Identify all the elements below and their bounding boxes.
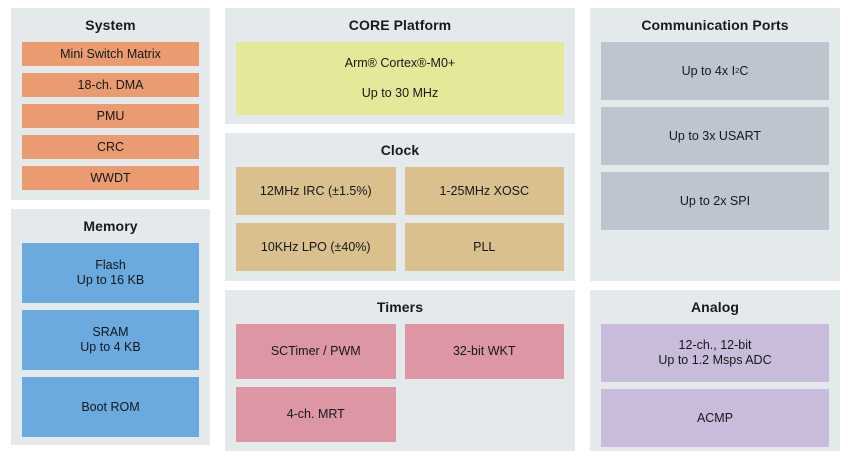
block-10khz-lpo[interactable]: 10KHz LPO (±40%) [236, 223, 396, 271]
panel-timers: Timers SCTimer / PWM 32-bit WKT 4-ch. MR… [225, 290, 575, 451]
panel-title-timers: Timers [376, 299, 424, 315]
block-timers-placeholder [405, 387, 565, 442]
block-flash[interactable]: Flash Up to 16 KB [22, 243, 199, 303]
block-sctimer-pwm[interactable]: SCTimer / PWM [236, 324, 396, 379]
block-list-timers: SCTimer / PWM 32-bit WKT 4-ch. MRT [236, 324, 564, 442]
block-32bit-wkt[interactable]: 32-bit WKT [404, 324, 564, 379]
block-list-memory: Flash Up to 16 KB SRAM Up to 4 KB Boot R… [22, 243, 199, 437]
block-dma[interactable]: 18-ch. DMA [22, 73, 199, 97]
panel-core-platform: CORE Platform Arm® Cortex®-M0+ Up to 30 … [225, 8, 575, 124]
panel-analog: Analog 12-ch., 12-bit Up to 1.2 Msps ADC… [590, 290, 840, 451]
block-usart[interactable]: Up to 3x USART [601, 107, 829, 165]
block-cortex-m0plus[interactable]: Arm® Cortex®-M0+ Up to 30 MHz [236, 42, 564, 115]
column-middle: CORE Platform Arm® Cortex®-M0+ Up to 30 … [225, 8, 575, 451]
block-list-system: Mini Switch Matrix 18-ch. DMA PMU CRC WW… [22, 42, 199, 190]
block-spi[interactable]: Up to 2x SPI [601, 172, 829, 230]
block-sram[interactable]: SRAM Up to 4 KB [22, 310, 199, 370]
column-left: System Mini Switch Matrix 18-ch. DMA PMU… [11, 8, 210, 451]
block-acmp[interactable]: ACMP [601, 389, 829, 447]
panel-system: System Mini Switch Matrix 18-ch. DMA PMU… [11, 8, 210, 200]
block-mini-switch-matrix[interactable]: Mini Switch Matrix [22, 42, 199, 66]
panel-title-communication-ports: Communication Ports [641, 17, 789, 33]
block-pmu[interactable]: PMU [22, 104, 199, 128]
panel-title-system: System [85, 17, 136, 33]
block-i2c-prefix: Up to 4x I [681, 63, 736, 78]
block-list-clock: 12MHz IRC (±1.5%) 1-25MHz XOSC 10KHz LPO… [236, 167, 564, 271]
block-i2c-suffix: C [739, 63, 749, 78]
block-cortex-line1: Arm® Cortex®-M0+ [344, 56, 456, 70]
block-pll[interactable]: PLL [404, 223, 564, 271]
block-crc[interactable]: CRC [22, 135, 199, 159]
block-boot-rom[interactable]: Boot ROM [22, 377, 199, 437]
panel-title-memory: Memory [83, 218, 138, 234]
panel-title-analog: Analog [690, 299, 740, 315]
panel-title-clock: Clock [380, 142, 420, 158]
panel-clock: Clock 12MHz IRC (±1.5%) 1-25MHz XOSC 10K… [225, 133, 575, 281]
block-list-core-platform: Arm® Cortex®-M0+ Up to 30 MHz [236, 42, 564, 115]
block-xosc[interactable]: 1-25MHz XOSC [404, 167, 564, 215]
block-12mhz-irc[interactable]: 12MHz IRC (±1.5%) [236, 167, 396, 215]
panel-title-core-platform: CORE Platform [348, 17, 452, 33]
block-wwdt[interactable]: WWDT [22, 166, 199, 190]
panel-memory: Memory Flash Up to 16 KB SRAM Up to 4 KB… [11, 209, 210, 445]
block-list-analog: 12-ch., 12-bit Up to 1.2 Msps ADC ACMP [601, 324, 829, 447]
block-adc[interactable]: 12-ch., 12-bit Up to 1.2 Msps ADC [601, 324, 829, 382]
block-4ch-mrt[interactable]: 4-ch. MRT [236, 387, 396, 442]
block-cortex-line2: Up to 30 MHz [361, 86, 439, 100]
